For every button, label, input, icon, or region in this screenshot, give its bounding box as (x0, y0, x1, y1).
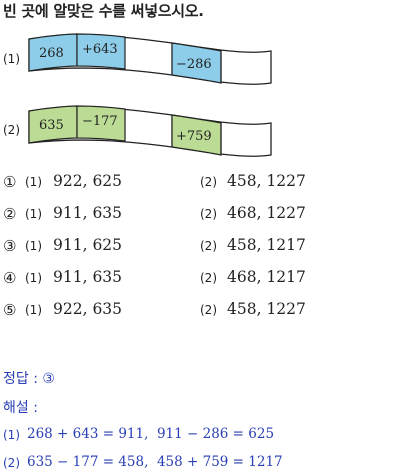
choice-part2-label: (2) (200, 207, 217, 221)
choice-part1-answer: 922, 625 (53, 172, 123, 190)
problem1-ribbon (28, 33, 272, 85)
problem2-label: (2) (3, 123, 20, 137)
solution-label: 해설 : (3, 400, 38, 416)
problem1-cell-1: 268 (39, 46, 64, 61)
problem2-diagram: 635 −177 +759 (27, 105, 277, 165)
choice-part1-answer: 911, 625 (53, 236, 123, 254)
choice-number: ① (3, 173, 17, 191)
solution-line-number: (2) (3, 456, 20, 470)
solution-line-text: 635 − 177 = 458, 458 + 759 = 1217 (27, 454, 283, 470)
choice-part2-answer: 458, 1217 (227, 236, 306, 254)
choice-number: ③ (3, 237, 17, 255)
choice-1[interactable]: ① (1) 922, 625 (2) 458, 1227 (3, 172, 398, 195)
problem2-cell-1: 635 (39, 118, 64, 133)
choice-part2-label: (2) (200, 303, 217, 317)
choice-part2-answer: 468, 1227 (227, 204, 306, 222)
problem1-cell-4: −286 (176, 57, 212, 72)
choice-3[interactable]: ③ (1) 911, 625 (2) 458, 1217 (3, 236, 398, 259)
choice-part2-answer: 458, 1227 (227, 300, 306, 318)
problem2-cell-4: +759 (176, 129, 212, 144)
choice-part2-answer: 458, 1227 (227, 172, 306, 190)
choice-part2-answer: 468, 1217 (227, 268, 306, 286)
answer-line: 정답 : ③ (3, 371, 55, 387)
choice-number: ④ (3, 269, 17, 287)
problem1-label: (1) (3, 52, 20, 66)
choice-part1-answer: 922, 635 (53, 300, 123, 318)
question-text: 빈 곳에 알맞은 수를 써넣으시오. (3, 2, 204, 20)
problem2-ribbon (28, 105, 272, 157)
choice-part2-label: (2) (200, 271, 217, 285)
choice-number: ⑤ (3, 301, 17, 319)
choice-5[interactable]: ⑤ (1) 922, 635 (2) 458, 1227 (3, 300, 398, 323)
choice-4[interactable]: ④ (1) 911, 635 (2) 468, 1217 (3, 268, 398, 291)
choice-part1-answer: 911, 635 (53, 204, 123, 222)
choice-part1-answer: 911, 635 (53, 268, 123, 286)
choice-part1-label: (1) (25, 175, 42, 189)
problem1-cell-2: +643 (82, 42, 118, 57)
solution-line-text: 268 + 643 = 911, 911 − 286 = 625 (27, 426, 275, 442)
choice-part1-label: (1) (25, 239, 42, 253)
problem2-cell-2: −177 (82, 114, 118, 129)
choice-part2-label: (2) (200, 175, 217, 189)
problem1-diagram: 268 +643 −286 (27, 33, 277, 93)
solution-line-number: (1) (3, 428, 20, 442)
choice-part1-label: (1) (25, 271, 42, 285)
choice-2[interactable]: ② (1) 911, 635 (2) 468, 1227 (3, 204, 398, 227)
choice-number: ② (3, 205, 17, 223)
choice-part1-label: (1) (25, 303, 42, 317)
choice-part2-label: (2) (200, 239, 217, 253)
choice-part1-label: (1) (25, 207, 42, 221)
